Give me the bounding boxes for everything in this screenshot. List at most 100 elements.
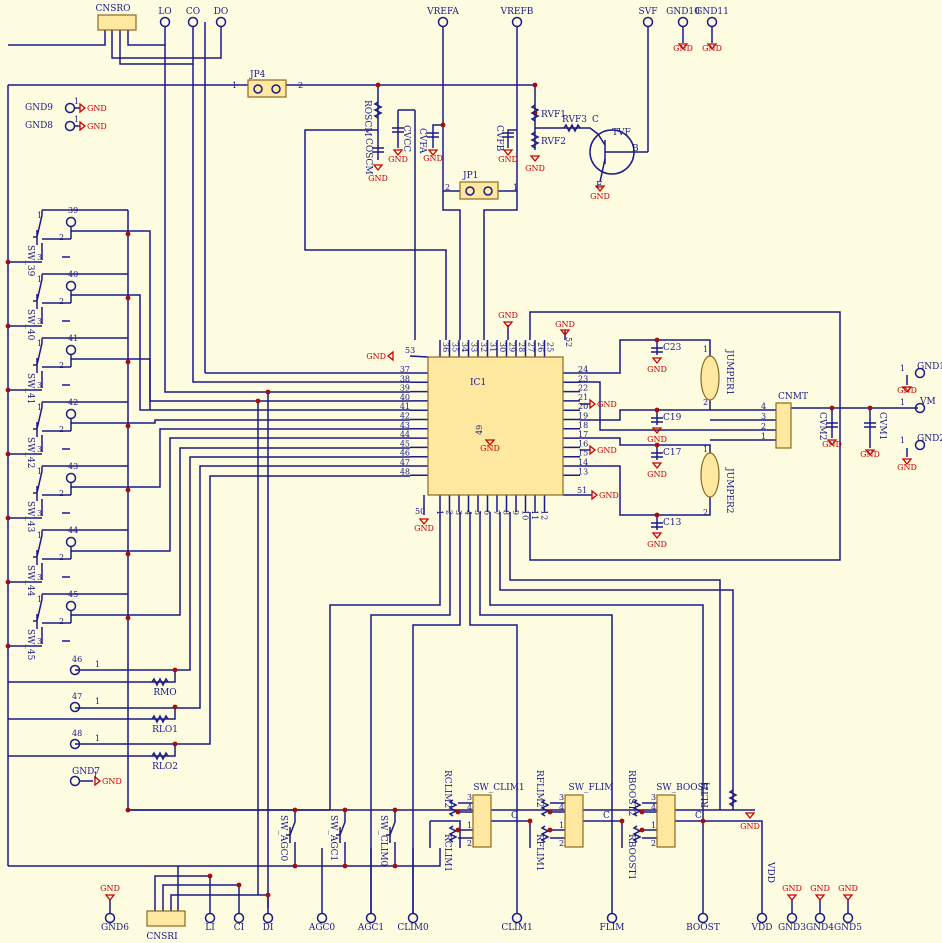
wire (489, 512, 704, 913)
gnd1-port[interactable] (914, 367, 926, 379)
switch-45-port[interactable] (65, 600, 77, 612)
gnd6-port[interactable] (104, 912, 116, 924)
switch-42-port[interactable] (65, 408, 77, 420)
ci-port[interactable] (233, 912, 245, 924)
port-48[interactable] (69, 738, 81, 750)
junction-dot (5, 515, 11, 521)
sw-pin: 3 (37, 253, 42, 262)
boost-port[interactable] (697, 912, 709, 924)
ic1-pin-7: 7 (492, 510, 501, 515)
switch-44-port[interactable] (65, 536, 77, 548)
di-port[interactable] (262, 912, 274, 924)
wire (412, 512, 461, 913)
junction-dot (172, 667, 178, 673)
junction-dot (375, 82, 381, 88)
vdd-bottom-port[interactable] (756, 912, 768, 924)
sw-pin: 2 (59, 297, 64, 306)
sw-clim1-block (472, 794, 492, 848)
ground-icon (104, 894, 116, 902)
agc0-port[interactable] (316, 912, 328, 924)
tvf-transistor (589, 129, 635, 175)
gnd11-port[interactable] (706, 16, 718, 28)
ic1-pin-19: 19 (578, 412, 588, 421)
li-port[interactable] (204, 912, 216, 924)
cvm2-label: CVM2 (817, 412, 827, 440)
ground-icon (79, 102, 87, 114)
rmo-label: RMO (153, 688, 176, 698)
clim0-port[interactable] (407, 912, 419, 924)
sw-boost-pin2: 2 (651, 839, 656, 848)
junction-dot (5, 259, 11, 265)
rvf3-label: RVF3 (562, 115, 587, 125)
wire (36, 210, 43, 238)
wire (8, 744, 176, 757)
ic1-pin-46: 46 (400, 449, 410, 458)
wire (509, 512, 721, 800)
ground-icon (651, 462, 663, 470)
rlo1-resistor (151, 714, 169, 724)
sw-clim1-pin3: 3 (467, 793, 472, 802)
ic1-pin-17: 17 (578, 430, 588, 439)
ground-icon (786, 894, 798, 902)
gnd1-gnd: GND (897, 386, 917, 395)
flim-port[interactable] (606, 912, 618, 924)
gnd-bottom-0: GND (782, 884, 802, 893)
vrefb-port[interactable] (511, 16, 523, 28)
sw-boost-label: SW_BOOST (656, 783, 710, 793)
junction-dot (440, 122, 446, 128)
ground-icon (529, 155, 541, 163)
wire (479, 512, 613, 913)
gnd2-port[interactable] (914, 439, 926, 451)
c17-label-gnd: GND (647, 470, 667, 479)
vm-port[interactable] (914, 402, 926, 414)
jp4-pin (271, 84, 281, 94)
ic1-pin-29: 29 (508, 342, 517, 352)
ground-icon (502, 321, 514, 329)
ic1-pin-26: 26 (536, 342, 545, 352)
ic1-pin-38: 38 (400, 374, 410, 383)
switch-41-port[interactable] (65, 344, 77, 356)
switch-39-port[interactable] (65, 216, 77, 228)
wire (712, 820, 763, 913)
gnd7-port[interactable] (69, 775, 81, 787)
junction-dot (867, 405, 873, 411)
gnd4-port[interactable] (814, 912, 826, 924)
junction-dot (455, 809, 461, 815)
junction-dot (392, 807, 398, 813)
gnd9-port[interactable] (64, 102, 76, 114)
port-46[interactable] (69, 664, 81, 676)
gnd-52: GND (555, 320, 575, 329)
agc1-port[interactable] (365, 912, 377, 924)
gnd8-port[interactable] (64, 120, 76, 132)
roscm-resistor (373, 101, 383, 119)
ci-label: CI (234, 923, 245, 933)
sw-flim-rtop-label: RFLIM2 (534, 770, 544, 808)
gnd5-port[interactable] (842, 912, 854, 924)
switch-43-port[interactable] (65, 472, 77, 484)
wire (8, 707, 176, 720)
sw-clim1-label: SW_CLIM1 (473, 783, 524, 793)
clim1-port[interactable] (511, 912, 523, 924)
switch-40-port[interactable] (65, 280, 77, 292)
gnd3-port[interactable] (786, 912, 798, 924)
do-label: DO (214, 7, 229, 17)
gnd10-port[interactable] (677, 16, 689, 28)
ic1-pin-32: 32 (479, 342, 488, 352)
junction-dot (5, 451, 11, 457)
wire (36, 274, 43, 302)
do-port[interactable] (215, 16, 227, 28)
ic1-pin-8: 8 (502, 510, 511, 515)
vrefa-port[interactable] (437, 16, 449, 28)
wire (75, 465, 410, 709)
port-47[interactable] (69, 701, 81, 713)
wire (71, 437, 410, 552)
gnd-21: GND (597, 400, 617, 409)
svf-port[interactable] (642, 16, 654, 28)
co-port[interactable] (187, 16, 199, 28)
wire (580, 400, 711, 421)
ic1-pin-39: 39 (400, 384, 410, 393)
c13-label-gnd: GND (647, 540, 667, 549)
sw-boost-rbot-label: RBOOST1 (626, 834, 636, 880)
wire (580, 437, 711, 453)
lo-port[interactable] (159, 16, 171, 28)
